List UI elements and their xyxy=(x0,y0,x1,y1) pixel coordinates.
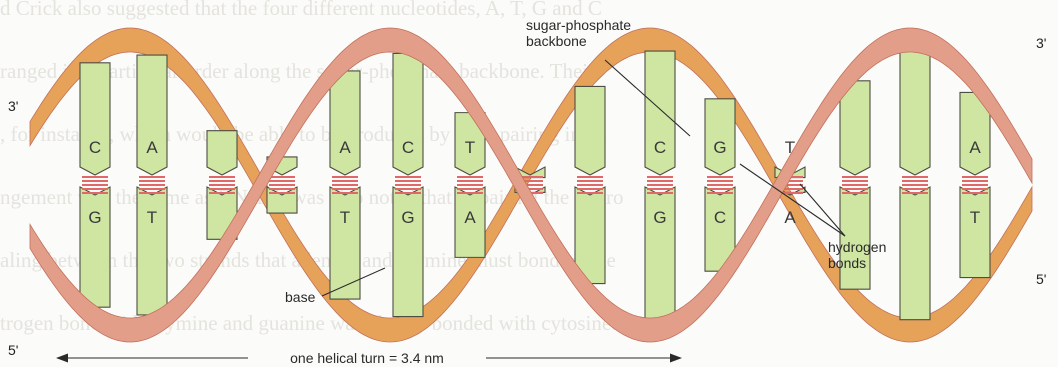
base-letter-top: C xyxy=(654,138,666,157)
base-pair: CG xyxy=(645,51,675,319)
base-letter-top: A xyxy=(146,138,158,157)
base-pair: GC xyxy=(705,99,735,271)
label-helical-turn: one helical turn = 3.4 nm xyxy=(290,350,444,366)
base-pair: CG xyxy=(393,53,423,316)
base-top xyxy=(137,55,167,175)
base-pair: AT xyxy=(960,92,990,277)
end-label-left-bottom: 5' xyxy=(8,342,18,358)
base-top xyxy=(207,131,237,175)
base-pair xyxy=(575,86,605,283)
base-letter-top: A xyxy=(339,138,351,157)
base-top xyxy=(900,50,930,175)
base-letter-bottom: G xyxy=(88,208,101,227)
base-bottom xyxy=(137,187,167,315)
base-pair: AT xyxy=(330,71,360,299)
base-letter-top: T xyxy=(465,138,475,157)
base-letter-top: A xyxy=(969,138,981,157)
base-pair xyxy=(900,50,930,319)
base-pair: TA xyxy=(455,113,485,258)
base-pair: CG xyxy=(80,63,110,307)
base-letter-bottom: A xyxy=(464,208,476,227)
helical-turn-arrow-right xyxy=(670,354,682,363)
base-top xyxy=(80,63,110,175)
end-label-right-top: 3' xyxy=(1036,35,1046,51)
base-letter-bottom: G xyxy=(653,208,666,227)
end-label-left-top: 3' xyxy=(8,98,18,114)
base-letter-bottom: G xyxy=(401,208,414,227)
base-pair: AT xyxy=(137,55,167,315)
base-letter-top: C xyxy=(89,138,101,157)
base-bottom xyxy=(645,187,675,319)
base-top xyxy=(705,99,735,175)
base-bottom xyxy=(900,187,930,320)
helical-turn-arrow-left xyxy=(56,354,68,363)
base-bottom xyxy=(393,187,423,317)
base-letter-bottom: T xyxy=(340,208,350,227)
label-base: base xyxy=(285,289,316,305)
base-top xyxy=(330,71,360,175)
base-letter-bottom: T xyxy=(147,208,157,227)
base-letter-bottom: C xyxy=(714,208,726,227)
base-letter-top: G xyxy=(713,138,726,157)
base-bottom xyxy=(80,187,110,307)
base-top xyxy=(575,86,605,175)
base-letter-bottom: T xyxy=(970,208,980,227)
base-bottom xyxy=(330,187,360,299)
base-letter-top: C xyxy=(402,138,414,157)
base-bottom xyxy=(960,187,990,278)
base-bottom xyxy=(267,187,297,213)
end-label-right-bottom: 5' xyxy=(1036,271,1046,287)
base-letter-bottom: A xyxy=(784,208,796,227)
